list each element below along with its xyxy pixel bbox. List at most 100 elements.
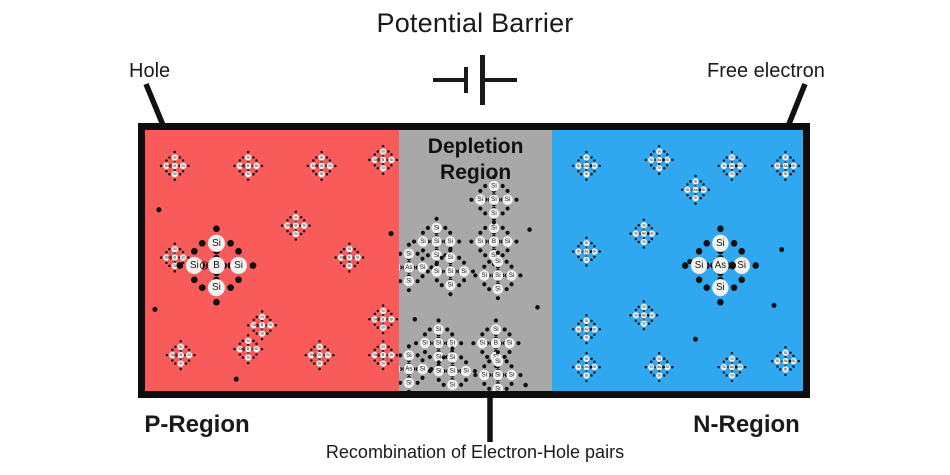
electron-dot xyxy=(304,353,308,357)
electron-dot xyxy=(658,352,661,355)
electron-dot xyxy=(507,332,512,337)
electron-dot xyxy=(516,341,521,346)
electron-dot xyxy=(470,269,476,274)
atom-label-as: As xyxy=(657,365,661,369)
atom-core-si xyxy=(591,326,598,333)
electron-dot xyxy=(482,264,487,269)
electron-dot xyxy=(246,334,250,337)
page-title: Potential Barrier xyxy=(376,8,574,38)
electron-dot xyxy=(696,247,703,255)
atom-core-as xyxy=(729,162,736,170)
electron-dot xyxy=(509,282,514,287)
electron-dot xyxy=(637,240,641,244)
electron-dot xyxy=(427,354,432,359)
hole-marker xyxy=(241,163,246,168)
atom-core-si xyxy=(488,180,500,192)
electron-dot xyxy=(658,379,661,383)
electron-dot xyxy=(353,247,356,251)
atom-core-si xyxy=(700,186,707,193)
atom-core-si xyxy=(236,162,244,170)
atom-core-si xyxy=(177,343,184,351)
atom-label-si: Si xyxy=(255,347,259,351)
electron-dot xyxy=(246,361,250,365)
atom-label-as: As xyxy=(585,164,589,168)
electron-dot xyxy=(789,351,793,355)
electron-dot xyxy=(241,156,245,159)
electron-dot xyxy=(504,359,509,364)
electron-dot xyxy=(395,353,399,357)
electron-dot xyxy=(459,341,464,346)
electron-dot xyxy=(585,178,588,181)
atom-label-si: Si xyxy=(643,240,646,244)
electron-dot xyxy=(168,264,171,268)
electron-dot xyxy=(252,339,255,343)
atom-core-si xyxy=(403,248,415,260)
atom-core-si xyxy=(664,156,671,164)
electron-dot xyxy=(241,339,245,343)
atom-core-si xyxy=(479,270,490,281)
atom-label-si: Si xyxy=(173,264,177,268)
electron-dot xyxy=(717,164,721,168)
atom-label-si: Si xyxy=(420,366,426,373)
electron-dot xyxy=(342,247,346,251)
atom-label-si: Si xyxy=(310,353,314,357)
electron-dot xyxy=(302,219,306,222)
atom-label-si: Si xyxy=(356,256,360,260)
atom-core-si xyxy=(179,162,187,170)
atom-label-si: Si xyxy=(348,264,352,268)
atom-label-si: Si xyxy=(434,252,440,259)
electron-dot xyxy=(699,180,703,183)
atom-core-si xyxy=(492,270,504,281)
electron-dot xyxy=(495,296,500,301)
electron-dot xyxy=(459,382,464,387)
electron-dot xyxy=(648,240,651,244)
electron-dot xyxy=(736,374,739,377)
electron-dot xyxy=(752,262,760,269)
atom-core-as xyxy=(692,186,699,193)
electron-dot xyxy=(666,360,669,364)
electron-dot xyxy=(650,153,653,156)
electron-dot xyxy=(580,336,583,339)
electron-dot xyxy=(398,251,403,256)
hole-marker xyxy=(255,323,260,328)
electron-dot xyxy=(469,239,474,244)
atom-label-si: Si xyxy=(381,166,385,170)
atom-core-b xyxy=(379,156,387,164)
atom-label-si: Si xyxy=(491,210,497,217)
electron-dot xyxy=(771,359,774,363)
atom-label-si: Si xyxy=(505,238,511,245)
electron-dot xyxy=(653,150,656,153)
atom-core-as xyxy=(583,363,590,371)
electron-dot xyxy=(381,331,385,335)
electron-dot xyxy=(598,164,602,168)
electron-dot xyxy=(173,178,177,181)
electron-dot xyxy=(448,230,453,235)
atom-core-si xyxy=(431,266,443,277)
atom-core-si xyxy=(479,369,490,381)
electron-dot xyxy=(694,202,698,205)
electron-dot xyxy=(590,258,594,262)
atom-core-si xyxy=(656,355,663,362)
electron-dot xyxy=(339,250,343,254)
electron-dot xyxy=(590,241,594,245)
electron-dot xyxy=(593,159,596,162)
atom-core-si xyxy=(583,372,590,379)
electron-dot xyxy=(580,241,583,245)
atom-core-si xyxy=(371,156,379,164)
electron-dot xyxy=(779,246,785,253)
electron-dot xyxy=(348,242,351,245)
electron-dot xyxy=(165,353,169,357)
electron-dot xyxy=(328,169,332,173)
electron-dot xyxy=(593,169,596,173)
atom-core-si xyxy=(633,312,640,319)
atom-core-si xyxy=(179,254,187,261)
atom-label-si: Si xyxy=(738,260,747,271)
electron-dot xyxy=(730,352,734,355)
atom-core-si xyxy=(737,162,744,170)
electron-dot xyxy=(235,276,242,284)
atom-core-si xyxy=(502,194,513,206)
atom-core-si xyxy=(460,365,472,377)
atom-core-si xyxy=(258,330,266,337)
atom-core-si xyxy=(253,345,260,353)
atom-label-si: Si xyxy=(406,278,412,285)
